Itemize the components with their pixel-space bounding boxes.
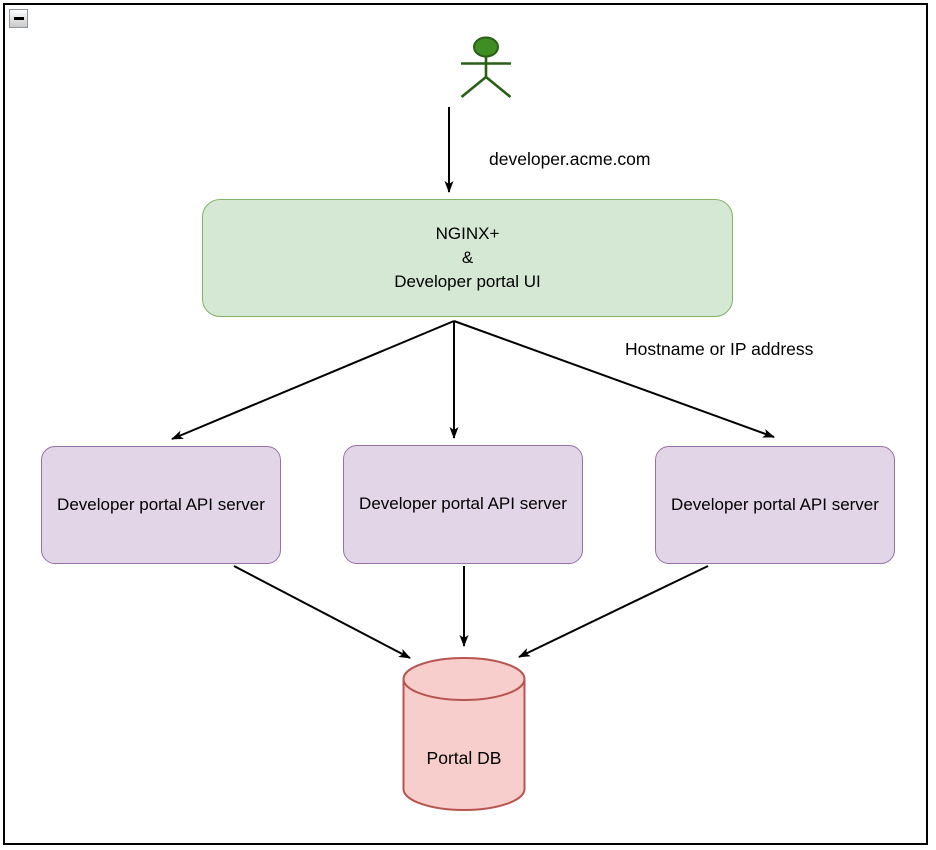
collapse-button[interactable] bbox=[9, 9, 28, 28]
edge-api-left-to-db[interactable] bbox=[233, 565, 411, 659]
edge-label-hostname: Hostname or IP address bbox=[625, 339, 814, 359]
edge-gateway-to-api-left[interactable] bbox=[171, 320, 455, 440]
edge-api-right-to-db[interactable] bbox=[518, 565, 709, 658]
api-server-node-left[interactable]: Developer portal API server bbox=[41, 446, 281, 564]
database-cylinder[interactable] bbox=[402, 657, 526, 811]
gateway-node-label: NGINX+ & Developer portal UI bbox=[394, 223, 541, 292]
api-server-node-label: Developer portal API server bbox=[57, 494, 265, 514]
database-node-label: Portal DB bbox=[426, 748, 502, 768]
user-actor-icon[interactable] bbox=[460, 36, 512, 99]
api-server-node-label: Developer portal API server bbox=[359, 494, 567, 514]
api-server-node-right[interactable]: Developer portal API server bbox=[655, 446, 895, 564]
minus-icon bbox=[13, 17, 24, 20]
edge-gateway-to-api-right[interactable] bbox=[453, 320, 775, 438]
api-server-node-middle[interactable]: Developer portal API server bbox=[343, 445, 583, 564]
api-server-node-label: Developer portal API server bbox=[671, 494, 879, 514]
gateway-node[interactable]: NGINX+ & Developer portal UI bbox=[202, 199, 733, 317]
edge-label-domain: developer.acme.com bbox=[489, 149, 651, 169]
